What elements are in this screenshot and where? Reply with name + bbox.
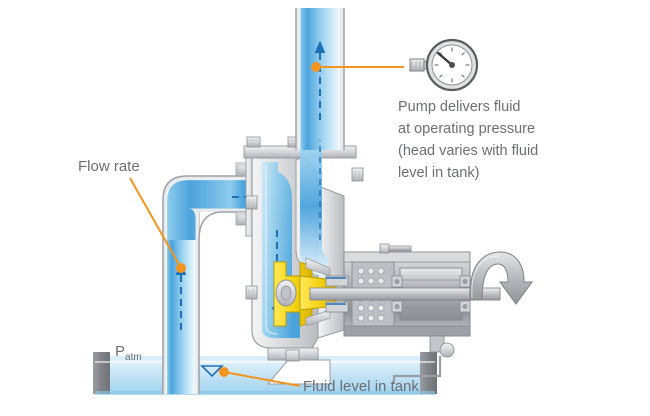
fluid-level-symbol (200, 365, 224, 378)
patm-subscript: atm (125, 352, 142, 363)
pump-note-line-3: (head varies with fluid (398, 143, 539, 159)
pressure-gauge (409, 38, 479, 92)
atmospheric-pressure-label: Patm (115, 343, 142, 363)
shaft-rotation-arrow (469, 251, 533, 305)
callout-leaders (129, 62, 404, 387)
patm-symbol: P (115, 343, 126, 360)
flow-rate-label: Flow rate (78, 158, 140, 175)
pump-note-line-4: level in tank) (398, 165, 480, 181)
pump-note-line-1: Pump delivers fluid (398, 99, 521, 115)
pump-note-line-2: at operating pressure (398, 121, 536, 137)
tank (93, 352, 437, 395)
pump-pressure-note: Pump delivers fluid at operating pressur… (398, 96, 638, 184)
fluid-level-label: Fluid level in tank (303, 378, 419, 395)
electric-motor (309, 243, 501, 384)
discharge-pipe (295, 8, 345, 276)
